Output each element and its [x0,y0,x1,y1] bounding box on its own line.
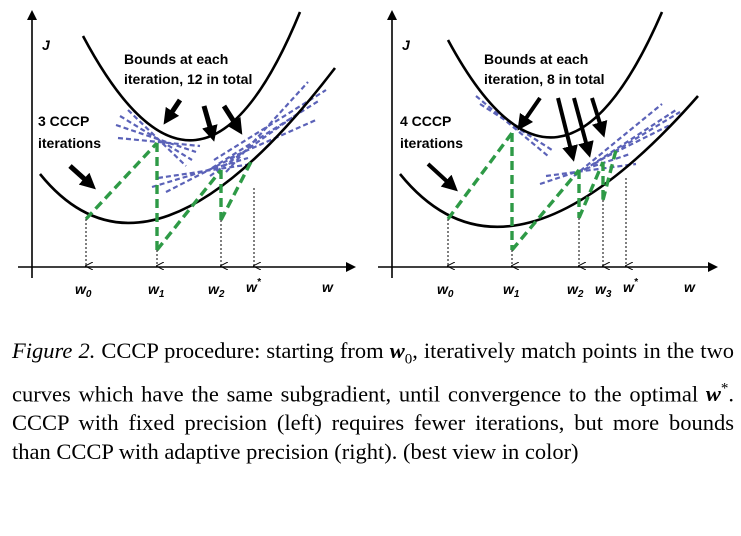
right-bounds-label-line1: Bounds at each [484,51,588,67]
right-lower-curve [398,95,699,229]
left-tick-w2: w2 [208,281,225,300]
right-tick-w1: w1 [503,281,520,300]
right-cccp-label-line2: iterations [400,135,463,151]
caption-label: Figure 2. [12,338,96,363]
caption-math-wstar: w* [705,380,729,407]
left-panel: J w [18,10,356,300]
right-tick-w2: w2 [567,281,584,300]
left-lower-curve [38,67,337,225]
figure-panels: J w [18,10,718,300]
left-matching-lines [84,141,254,252]
right-x-label: w [684,279,696,295]
left-bounds-label-line2: iteration, 12 in total [124,71,252,87]
right-tick-w0: w0 [437,281,454,300]
figure-caption: Figure 2. CCCP procedure: starting from … [12,336,734,466]
right-pointer-arrows [426,96,608,192]
right-panel: J w [378,10,718,300]
right-cccp-label-line1: 4 CCCP [400,113,451,129]
caption-math-w0: w0 [389,338,413,368]
left-bounds-label-line1: Bounds at each [124,51,228,67]
right-tick-w3: w3 [595,281,612,300]
right-tick-wstar: w* [623,277,639,295]
left-upper-curve [81,11,302,142]
caption-text-2: , iteratively match points in the two cu… [12,338,735,406]
left-pointer-arrows [68,98,243,190]
left-x-label: w [322,279,334,295]
right-drop-lines [448,178,626,266]
right-matching-lines [446,131,618,252]
right-upper-curve [446,11,664,139]
left-y-label: J [42,37,51,53]
left-tick-w0: w0 [75,281,92,300]
left-drop-lines [86,188,254,266]
caption-text-1: CCCP procedure: starting from [101,338,384,363]
left-cccp-label-line2: iterations [38,135,101,151]
left-bound-lines [115,81,327,193]
left-cccp-label-line1: 3 CCCP [38,113,89,129]
caption-text-3: . CCCP with fixed precision (left) requi… [12,381,735,464]
right-y-label: J [402,37,411,53]
left-tick-wstar: w* [246,277,262,295]
right-bounds-label-line2: iteration, 8 in total [484,71,605,87]
left-tick-w1: w1 [148,281,165,300]
